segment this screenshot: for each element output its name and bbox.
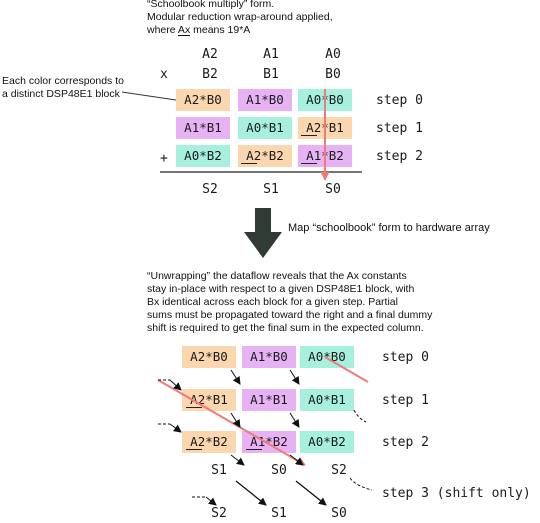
top-cell-r0c1: A1*B0 <box>238 89 292 111</box>
flow-arrow <box>289 412 300 428</box>
bot-cell-r2c2: A0*B2 <box>300 431 354 453</box>
wrap-underline <box>301 163 317 164</box>
bot-cell-r1c1: A1*B1 <box>242 389 296 411</box>
top-note-line: Modular reduction wrap-around applied, <box>147 11 333 23</box>
top-sum-s2: S2 <box>202 182 218 197</box>
times-sign: x <box>160 67 168 82</box>
flow-arrow <box>230 369 241 385</box>
final-sum-s2: S2 <box>211 506 227 521</box>
down-arrow-icon <box>244 208 282 258</box>
partial-sum-s2: S2 <box>331 463 347 478</box>
wrap-underline <box>246 449 262 450</box>
flow-arrow <box>230 454 245 466</box>
wrap-underline <box>241 163 257 164</box>
dashed-wrap <box>353 409 367 423</box>
top-cell-r1c1: A0*B1 <box>238 117 292 139</box>
plus-sign: + <box>160 151 168 166</box>
dashed-wrap <box>349 477 373 491</box>
flow-arrow <box>169 423 182 433</box>
top-note-line: where Ax means 19*A <box>147 24 251 36</box>
top-cell-r1c0: A1*B1 <box>176 117 230 139</box>
color-note-line: a distinct DSP48E1 block <box>2 88 120 100</box>
partial-sum-s1: S1 <box>211 463 227 478</box>
flow-arrow <box>230 412 241 428</box>
bot-red-line <box>324 356 369 383</box>
bot-cell-r0c2: A0*B0 <box>300 346 354 368</box>
bottom-note-line: sums must be propagated toward the right… <box>147 309 433 321</box>
flow-arrow <box>289 369 300 385</box>
bot-step-3: step 3 (shift only) <box>382 486 531 501</box>
bottom-note-line: shift is required to get the final sum i… <box>147 322 424 334</box>
flow-arrow <box>235 480 267 506</box>
color-note-line: Each color corresponds to <box>2 75 124 87</box>
header-a1: A1 <box>263 47 279 62</box>
bottom-note-line: “Unwrapping” the dataflow reveals that t… <box>147 270 407 282</box>
header-a0: A0 <box>325 47 341 62</box>
bot-red-arrow <box>157 379 306 466</box>
header-b1: B1 <box>263 67 279 82</box>
top-step-0: step 0 <box>376 93 423 108</box>
top-cell-r2c1: A2*B2 <box>238 145 292 167</box>
bottom-note-line: stay in-place with respect to a given DS… <box>147 283 415 295</box>
final-sum-s0: S0 <box>331 506 347 521</box>
bottom-note-line: Bx identical across each block for a giv… <box>147 296 398 308</box>
header-b0: B0 <box>325 67 341 82</box>
flow-arrow <box>289 454 304 466</box>
top-sum-s0: S0 <box>325 182 341 197</box>
header-b2: B2 <box>202 67 218 82</box>
callout-line <box>121 91 177 101</box>
top-step-2: step 2 <box>376 149 423 164</box>
wrap-underline <box>186 449 202 450</box>
bot-step-0: step 0 <box>382 350 429 365</box>
top-sum-s1: S1 <box>263 182 279 197</box>
top-step-1: step 1 <box>376 121 423 136</box>
top-note-line: “Schoolbook multiply” form. <box>147 0 275 10</box>
bottom-note: “Unwrapping” the dataflow reveals that t… <box>147 270 432 335</box>
ax-underline <box>178 35 190 36</box>
header-a2: A2 <box>202 47 218 62</box>
wrap-underline <box>186 407 202 408</box>
top-note: “Schoolbook multiply” form. Modular redu… <box>147 0 333 37</box>
flow-arrow <box>169 379 182 391</box>
flow-arrow <box>205 496 217 506</box>
bot-cell-r0c1: A1*B0 <box>242 346 296 368</box>
top-cell-r0c0: A2*B0 <box>176 89 230 111</box>
wrap-underline <box>301 135 317 136</box>
bot-cell-r2c0: A2*B2 <box>182 431 236 453</box>
bot-cell-r1c2: A0*B1 <box>300 389 354 411</box>
flow-arrow <box>295 480 327 506</box>
top-cell-r2c0: A0*B2 <box>176 145 230 167</box>
bot-step-1: step 1 <box>382 393 429 408</box>
bot-step-2: step 2 <box>382 435 429 450</box>
final-sum-s1: S1 <box>271 506 287 521</box>
color-note: Each color corresponds to a distinct DSP… <box>2 75 124 101</box>
transition-label: Map “schoolbook” form to hardware array <box>288 222 490 234</box>
partial-sum-s0: S0 <box>271 463 287 478</box>
bot-cell-r0c0: A2*B0 <box>182 346 236 368</box>
